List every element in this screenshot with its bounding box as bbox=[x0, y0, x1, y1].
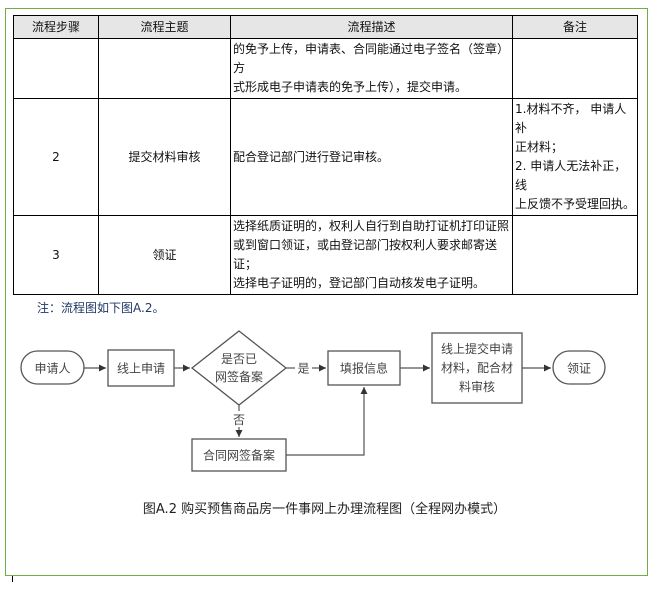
header-description: 流程描述 bbox=[230, 15, 513, 39]
cell-notes bbox=[512, 215, 638, 295]
note-line: 正材料； bbox=[515, 140, 564, 154]
cell-topic: 领证 bbox=[98, 215, 231, 295]
label-submit-2: 材料，配合材 bbox=[441, 360, 513, 375]
cursor-tick bbox=[12, 576, 13, 582]
description-line: 选择纸质证明的，权利人自行到自助打证机打印证照 bbox=[233, 219, 510, 233]
node-contract-filing bbox=[191, 438, 287, 472]
header-topic: 流程主题 bbox=[98, 15, 231, 39]
note-line: 1.材料不齐， 申请人补 bbox=[515, 102, 627, 135]
cell-step bbox=[13, 38, 99, 99]
header-step: 流程步骤 bbox=[13, 15, 99, 39]
description-line: 式形成电子申请表的免予上传），提交申请。 bbox=[233, 80, 468, 94]
flowchart: 申请人 线上申请 是否已 网签备案 是 否 填报信息 线上提交申请 材料，配合材… bbox=[20, 330, 606, 472]
cell-step: 3 bbox=[13, 215, 99, 295]
node-online-apply bbox=[107, 349, 175, 387]
cell-notes bbox=[512, 38, 638, 99]
cell-step: 2 bbox=[13, 98, 99, 216]
description-line: 的免予上传，申请表、合同能通过电子签名（签章）方 bbox=[233, 42, 510, 75]
edge-filing-to-fill bbox=[286, 387, 368, 456]
description-line: 配合登记部门进行登记审核。 bbox=[233, 149, 390, 164]
node-decision bbox=[190, 330, 288, 406]
node-collect bbox=[552, 350, 606, 385]
cell-description: 选择纸质证明的，权利人自行到自助打证机打印证照 或到窗口领证，或由登记部门按权利… bbox=[230, 215, 513, 295]
description-line: 或到窗口领证，或由登记部门按权利人要求邮寄送证； bbox=[233, 238, 498, 271]
label-decision-2: 网签备案 bbox=[215, 369, 263, 384]
table-row: 的免予上传，申请表、合同能通过电子签名（签章）方 式形成电子申请表的免予上传），… bbox=[13, 38, 638, 99]
cell-topic: 提交材料审核 bbox=[98, 98, 231, 216]
table-row: 2 提交材料审核 配合登记部门进行登记审核。 1.材料不齐， 申请人补 正材料；… bbox=[13, 98, 638, 216]
note-line: 上反馈不予受理回执。 bbox=[515, 197, 636, 211]
label-contract-filing: 合同网签备案 bbox=[203, 448, 275, 463]
label-applicant: 申请人 bbox=[34, 362, 70, 376]
node-submit bbox=[431, 332, 523, 404]
label-yes: 是 bbox=[297, 362, 309, 376]
cell-description: 的免予上传，申请表、合同能通过电子签名（签章）方 式形成电子申请表的免予上传），… bbox=[230, 38, 513, 99]
label-no: 否 bbox=[233, 413, 245, 427]
description-line: 选择电子证明的，登记部门自动核发电子证明。 bbox=[233, 276, 486, 290]
label-online-apply: 线上申请 bbox=[117, 362, 165, 376]
table-header-row: 流程步骤 流程主题 流程描述 备注 bbox=[13, 15, 638, 39]
label-decision-1: 是否已 bbox=[221, 352, 257, 366]
footnote: 注：流程图如下图A.2。 bbox=[37, 301, 165, 315]
note-line: 2. 申请人无法补正，线 bbox=[515, 159, 627, 192]
cell-notes: 1.材料不齐， 申请人补 正材料； 2. 申请人无法补正，线 上反馈不予受理回执… bbox=[512, 98, 638, 216]
cell-topic bbox=[98, 38, 231, 99]
document-frame: 流程步骤 流程主题 流程描述 备注 的免予上传，申请表、合同能通过电子签名（签章… bbox=[5, 8, 648, 576]
label-collect: 领证 bbox=[567, 362, 591, 376]
flowchart-container: 申请人 线上申请 是否已 网签备案 是 否 填报信息 线上提交申请 材料，配合材… bbox=[13, 321, 637, 493]
table-row: 3 领证 选择纸质证明的，权利人自行到自助打证机打印证照 或到窗口领证，或由登记… bbox=[13, 215, 638, 295]
header-notes: 备注 bbox=[512, 15, 638, 39]
node-fill-info bbox=[327, 350, 401, 386]
label-submit-3: 料审核 bbox=[459, 379, 495, 394]
cell-description: 配合登记部门进行登记审核。 bbox=[230, 98, 513, 216]
process-table: 流程步骤 流程主题 流程描述 备注 的免予上传，申请表、合同能通过电子签名（签章… bbox=[13, 15, 638, 295]
label-fill-info: 填报信息 bbox=[340, 361, 388, 376]
label-submit-1: 线上提交申请 bbox=[441, 341, 513, 356]
